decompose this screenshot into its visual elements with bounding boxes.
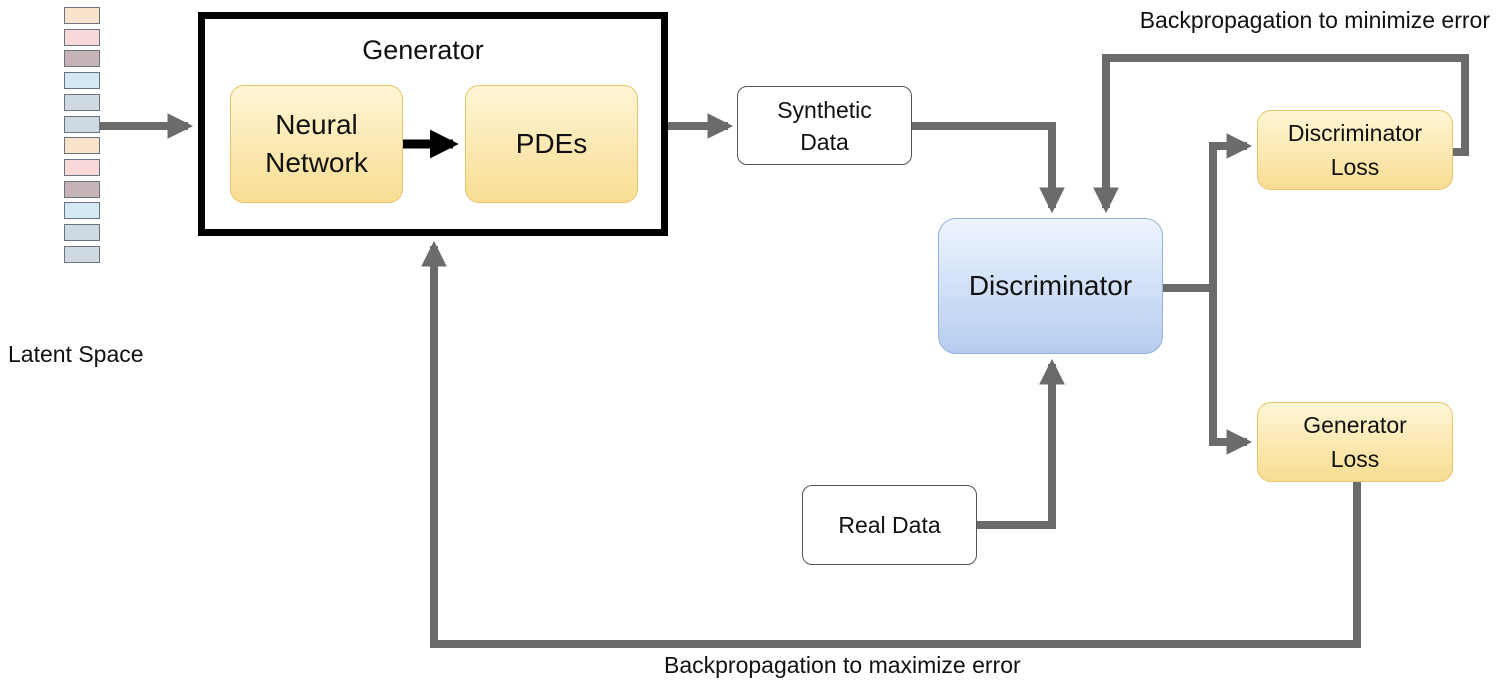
real-to-discriminator-arrow [977, 358, 1065, 529]
minimize-feedback-arrow [1093, 54, 1469, 214]
latent-vector-cell [64, 137, 100, 155]
latent-vector-cell [64, 28, 100, 46]
discriminator-loss-box: Discriminator Loss [1257, 110, 1453, 190]
synthetic-data-box: Synthetic Data [737, 86, 912, 165]
synthetic-data-label: Synthetic Data [777, 96, 872, 155]
neural-network-label: Neural Network [265, 109, 368, 178]
latent-vector-cell [64, 158, 100, 176]
pdes-label: PDEs [515, 128, 588, 159]
minimize-error-label: Backpropagation to minimize error [1139, 7, 1490, 33]
to-discriminator-loss-arrow [1209, 133, 1253, 288]
latent-vector-cell [64, 202, 100, 220]
generator-loss-label: Generator Loss [1303, 412, 1407, 472]
pdes-box: PDEs [465, 85, 638, 203]
neural-network-box: Neural Network [230, 85, 403, 203]
latent-vector-cell [64, 72, 100, 90]
maximize-error-label: Backpropagation to maximize error [664, 652, 1021, 678]
to-generator-loss-arrow [1209, 288, 1253, 455]
latent-vector-cell [64, 7, 100, 24]
latent-vector-cell [64, 224, 100, 241]
latent-vector-cell [64, 115, 100, 133]
maximize-feedback-arrow [421, 240, 1361, 648]
latent-vector-cell [64, 245, 100, 263]
generator-loss-box: Generator Loss [1257, 402, 1453, 482]
generator-title: Generator [362, 35, 484, 65]
latent-vector-cell [64, 180, 100, 198]
real-data-label: Real Data [838, 511, 941, 538]
discriminator-box: Discriminator [938, 218, 1163, 354]
synthetic-to-discriminator-arrow [912, 122, 1065, 214]
latent-vector-cell [64, 93, 100, 111]
discriminator-loss-label: Discriminator Loss [1287, 120, 1423, 180]
latent-space-label: Latent Space [8, 341, 144, 367]
real-data-box: Real Data [802, 485, 977, 565]
latent-vector-cell [64, 50, 100, 68]
discriminator-label: Discriminator [968, 270, 1133, 301]
